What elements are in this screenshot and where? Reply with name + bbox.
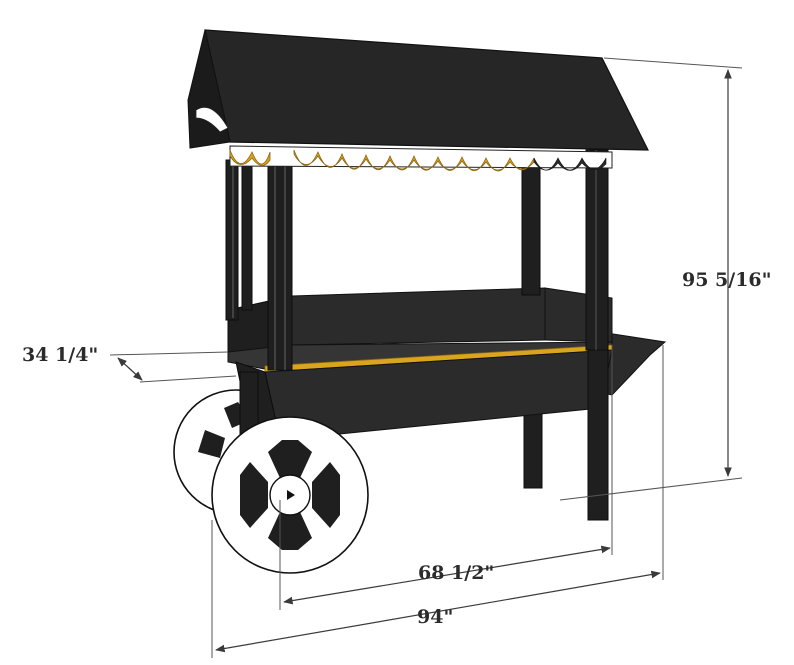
dimension-labels: 95 5/16" 34 1/4" 68 1/2" 94" [22,269,772,628]
overall-width-label: 94" [417,606,453,628]
front-wheel [211,416,369,574]
inner-width-label: 68 1/2" [418,562,494,584]
roof [187,29,649,151]
dimension-lines [109,57,743,658]
height-label: 95 5/16" [682,269,772,291]
canopy-posts [225,149,609,371]
depth-label: 34 1/4" [22,344,98,366]
cart-illustration [173,29,667,574]
valance [229,145,613,172]
